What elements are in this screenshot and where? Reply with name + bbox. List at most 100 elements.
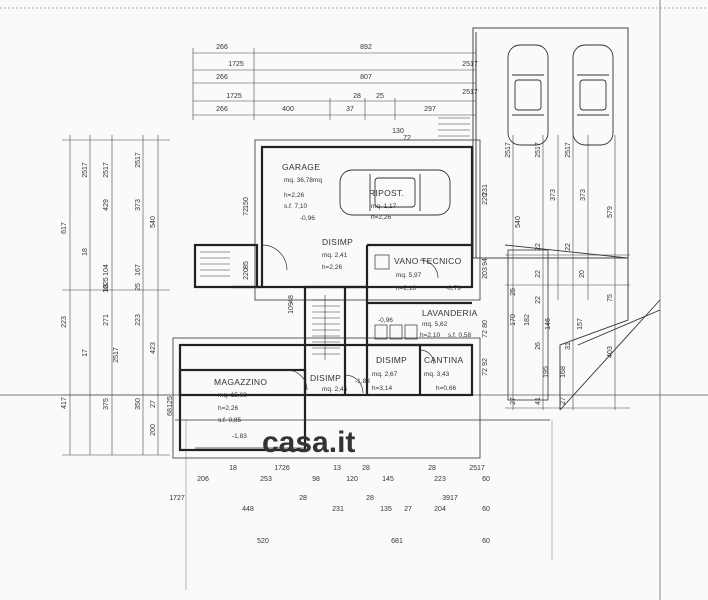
dimension-label: 540 bbox=[150, 216, 157, 228]
room-height: h=2,26 bbox=[218, 405, 238, 412]
room-name: MAGAZZINO bbox=[214, 377, 267, 387]
room-level: -1,83 bbox=[232, 433, 247, 440]
dimension-label: 448 bbox=[242, 506, 254, 513]
dimension-label: 807 bbox=[360, 74, 372, 81]
room-lavanderia: LAVANDERIA -0,96 mq. 5,62 h=2,10 s.f. 0,… bbox=[378, 308, 478, 339]
room-name: RIPOST. bbox=[369, 188, 404, 198]
room-height: h=0,66 bbox=[436, 385, 456, 392]
left-dimensions: 6172234172517181725174291042713751810252… bbox=[61, 152, 295, 436]
dimension-label: 28 bbox=[353, 93, 361, 100]
room-height: h=2,26 bbox=[284, 192, 304, 199]
car-icon bbox=[507, 44, 549, 146]
dimension-label: 150 bbox=[243, 197, 250, 209]
dimension-label: 375 bbox=[103, 398, 110, 410]
dimension-label: 266 bbox=[216, 44, 228, 51]
room-sf: s.f. 0,85 bbox=[218, 417, 242, 424]
room-name: DISIMP bbox=[310, 373, 341, 383]
dimension-label: 253 bbox=[260, 476, 272, 483]
room-area: mq. 2,45 bbox=[322, 386, 348, 393]
room-name: LAVANDERIA bbox=[422, 308, 478, 318]
dimension-label: 22 bbox=[565, 243, 572, 251]
dimension-label: 98 bbox=[312, 476, 320, 483]
dimension-label: 130 bbox=[392, 128, 404, 135]
room-disimp-mid: DISIMP mq. 2,67 h=3,14 bbox=[372, 355, 407, 392]
car-icon bbox=[339, 169, 451, 216]
dimension-label: 220 bbox=[482, 193, 489, 205]
room-height: h=2,10 bbox=[420, 332, 440, 339]
dimension-label: 168 bbox=[560, 366, 567, 378]
room-height: h=2,26 bbox=[322, 264, 342, 271]
dimension-label: 31 bbox=[565, 342, 572, 350]
dimension-label: 85 bbox=[243, 261, 250, 269]
dimension-label: 22 bbox=[535, 296, 542, 304]
dimension-label: 2517 bbox=[82, 162, 89, 178]
room-magazzino: MAGAZZINO mq. 15,68 h=2,26 s.f. 0,85 -1,… bbox=[214, 377, 267, 440]
dimension-label: 204 bbox=[434, 506, 446, 513]
dimension-label: 125 bbox=[167, 396, 174, 408]
room-cantina: CANTINA mq. 3,43 h=0,66 bbox=[424, 355, 463, 392]
dimension-label: 48 bbox=[288, 295, 295, 303]
right-dimension-lines bbox=[505, 135, 630, 410]
room-name: DISIMP bbox=[376, 355, 407, 365]
dimension-label: 520 bbox=[257, 538, 269, 545]
dimension-label: 18 bbox=[82, 248, 89, 256]
dimension-label: 25 bbox=[510, 288, 517, 296]
dimension-label: 2517 bbox=[113, 347, 120, 363]
dimension-label: 266 bbox=[216, 106, 228, 113]
room-area: mq. 5,62 bbox=[422, 321, 448, 328]
room-level: -0,79 bbox=[446, 285, 461, 292]
dimension-label: 266 bbox=[216, 74, 228, 81]
dimension-label: 271 bbox=[103, 314, 110, 326]
dimension-label: 26 bbox=[535, 342, 542, 350]
dimension-label: 1025 bbox=[103, 277, 110, 293]
dimension-label: 109 bbox=[288, 302, 295, 314]
dimension-label: 120 bbox=[346, 476, 358, 483]
dimension-label: 3917 bbox=[442, 495, 458, 502]
room-height: h=2,26 bbox=[371, 214, 391, 221]
dimension-label: 297 bbox=[424, 106, 436, 113]
room-area: mq. 1,17 bbox=[371, 203, 397, 210]
dimension-label: 27 bbox=[404, 506, 412, 513]
room-sf: s.f. 7,10 bbox=[284, 203, 308, 210]
left-dimension-lines bbox=[62, 135, 170, 456]
dimension-label: 350 bbox=[135, 398, 142, 410]
dimension-label: 37 bbox=[346, 106, 354, 113]
room-area: mq. 36,78mq bbox=[284, 177, 322, 184]
dimension-label: 1725 bbox=[228, 61, 244, 68]
room-name: DISIMP bbox=[322, 237, 353, 247]
dimension-label: 182 bbox=[524, 314, 531, 326]
dimension-label: 104 bbox=[103, 264, 110, 276]
room-ripost: RIPOST. mq. 1,17 h=2,26 bbox=[369, 188, 404, 221]
dimension-label: 72 bbox=[482, 368, 489, 376]
room-name: GARAGE bbox=[282, 162, 320, 172]
building-walls bbox=[178, 145, 474, 452]
room-area: mq. 2,67 bbox=[372, 371, 398, 378]
dimension-label: 27 bbox=[510, 397, 517, 405]
dimension-label: 157 bbox=[577, 318, 584, 330]
door-swings bbox=[261, 244, 439, 394]
dimension-label: 167 bbox=[135, 264, 142, 276]
top-dimension-lines bbox=[192, 48, 477, 120]
dimension-label: 223 bbox=[61, 316, 68, 328]
dimension-label: 145 bbox=[382, 476, 394, 483]
dimension-label: 27 bbox=[150, 400, 157, 408]
room-level: -0,96 bbox=[378, 317, 393, 324]
dimension-label: 72 bbox=[403, 135, 411, 142]
dimension-label: 373 bbox=[135, 199, 142, 211]
room-height: h=2,10 bbox=[396, 285, 416, 292]
dimension-label: 373 bbox=[550, 189, 557, 201]
room-area: mq. 3,43 bbox=[424, 371, 450, 378]
dimension-label: 17 bbox=[82, 349, 89, 357]
dimension-label: 1726 bbox=[274, 465, 290, 472]
room-disimp-top: DISIMP mq. 2,41 h=2,26 bbox=[322, 237, 353, 271]
dimension-label: 429 bbox=[103, 199, 110, 211]
dimension-label: 403 bbox=[607, 346, 614, 358]
room-name: CANTINA bbox=[424, 355, 463, 365]
dimension-label: 417 bbox=[61, 397, 68, 409]
dimension-label: 2517 bbox=[505, 142, 512, 158]
dimension-label: 72 bbox=[243, 208, 250, 216]
